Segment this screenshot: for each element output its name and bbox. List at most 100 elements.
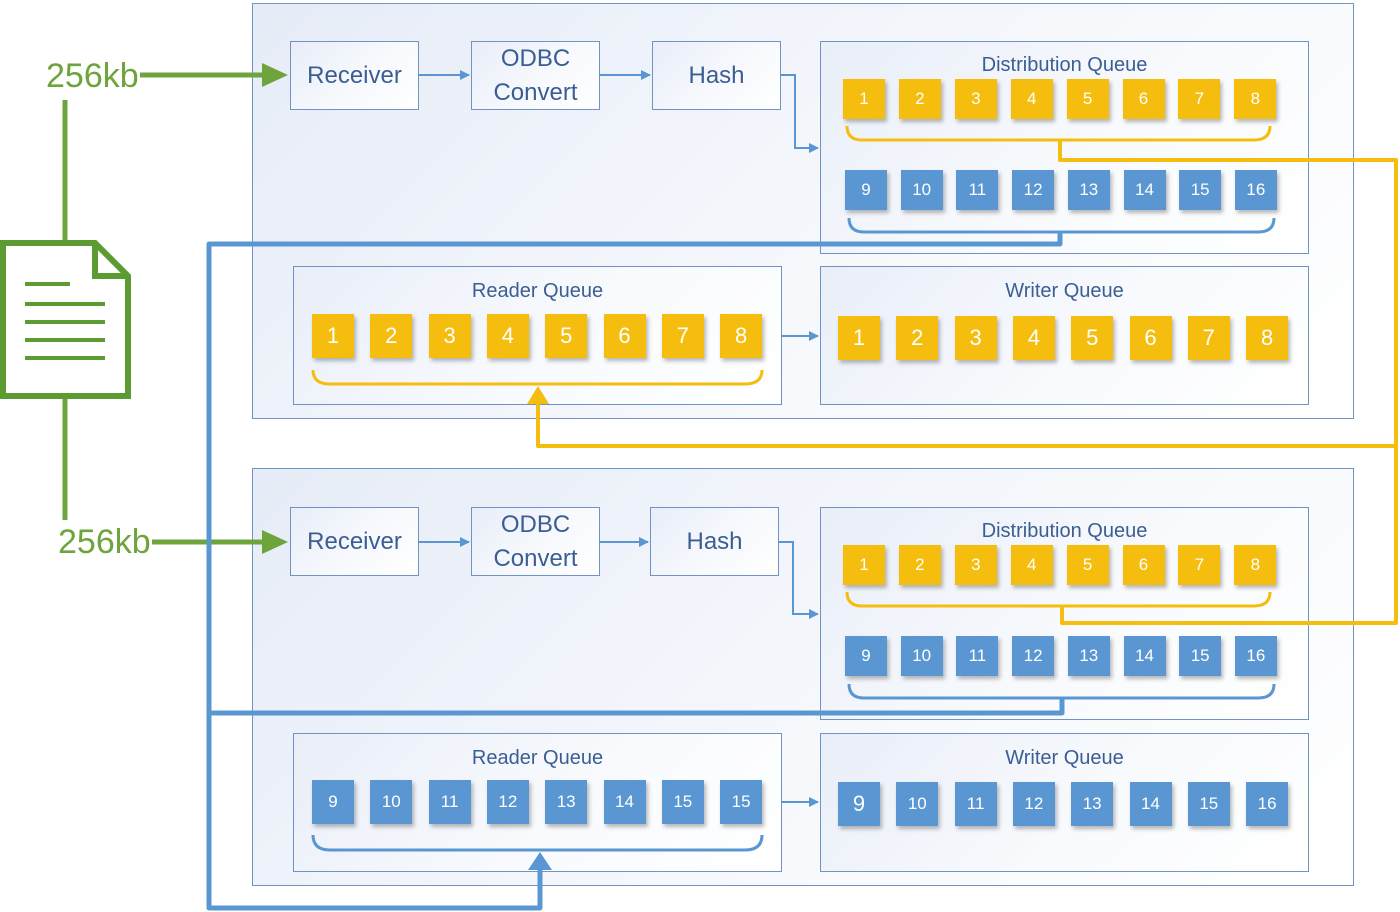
queue-cell: 12 bbox=[1012, 170, 1055, 210]
queue-cell: 7 bbox=[661, 314, 704, 358]
odbc-convert-node: ODBC Convert bbox=[471, 41, 600, 110]
queue-cell: 1 bbox=[843, 79, 885, 119]
odbc-convert-label-line1: ODBC bbox=[500, 44, 571, 72]
queue-cell: 3 bbox=[954, 79, 997, 119]
queue-cell: 8 bbox=[1246, 316, 1289, 360]
queue-cell: 4 bbox=[1012, 316, 1055, 360]
queue-cell: 3 bbox=[954, 545, 997, 585]
brace-yellow bbox=[311, 369, 764, 386]
queue-cell: 8 bbox=[720, 314, 763, 358]
queue-cell: 11 bbox=[428, 780, 471, 824]
queue-cell: 2 bbox=[898, 545, 941, 585]
queue-cell: 2 bbox=[898, 79, 941, 119]
queue-cell: 6 bbox=[1129, 316, 1172, 360]
brace-yellow bbox=[845, 591, 1272, 608]
queue-cell: 14 bbox=[1123, 636, 1166, 676]
queue-cell: 12 bbox=[1012, 782, 1055, 826]
queue-cell: 7 bbox=[1178, 545, 1221, 585]
flow-arrow bbox=[779, 541, 819, 619]
queue-cell: 3 bbox=[954, 316, 997, 360]
queue-cell: 6 bbox=[603, 314, 646, 358]
queue-cell: 14 bbox=[603, 780, 646, 824]
queue-cell: 13 bbox=[1067, 636, 1110, 676]
queue-cell: 10 bbox=[896, 782, 939, 826]
blue-route-connector bbox=[206, 232, 1063, 911]
hash-node: Hash bbox=[650, 507, 779, 576]
flow-arrow bbox=[781, 74, 819, 153]
size-label-top: 256kb bbox=[45, 56, 140, 96]
queue-cell: 9 bbox=[312, 780, 354, 824]
receiver-node: Receiver bbox=[290, 507, 419, 576]
queue-cell: 15 bbox=[661, 780, 704, 824]
distribution-queue-title: Distribution Queue bbox=[981, 54, 1148, 76]
queue-cell: 5 bbox=[545, 314, 588, 358]
queue-cell: 4 bbox=[1010, 545, 1053, 585]
input-arrow-top bbox=[140, 63, 288, 87]
brace-blue bbox=[847, 683, 1276, 700]
queue-cell: 1 bbox=[838, 316, 880, 360]
queue-cell: 9 bbox=[845, 636, 887, 676]
distribution-queue: Distribution Queue bbox=[820, 41, 1309, 254]
queue-cell: 5 bbox=[1066, 545, 1109, 585]
receiver-label: Receiver bbox=[307, 61, 402, 89]
input-arrow-bottom bbox=[150, 530, 288, 554]
queue-cell: 13 bbox=[1067, 170, 1110, 210]
queue-cell: 11 bbox=[956, 636, 999, 676]
hash-label: Hash bbox=[688, 61, 745, 89]
hash-label: Hash bbox=[686, 527, 743, 555]
queue-cell: 5 bbox=[1071, 316, 1114, 360]
queue-cell: 7 bbox=[1178, 79, 1221, 119]
queue-cell: 9 bbox=[838, 782, 880, 826]
reader-queue-title: Reader Queue bbox=[471, 747, 604, 769]
queue-cell: 13 bbox=[545, 780, 588, 824]
queue-cell: 5 bbox=[1066, 79, 1109, 119]
queue-cell: 4 bbox=[486, 314, 529, 358]
queue-cell: 4 bbox=[1010, 79, 1053, 119]
odbc-convert-node: ODBC Convert bbox=[471, 507, 600, 576]
distribution-queue-title: Distribution Queue bbox=[981, 520, 1148, 542]
writer-queue-title: Writer Queue bbox=[1005, 280, 1124, 302]
queue-cell: 6 bbox=[1122, 79, 1165, 119]
brace-blue bbox=[847, 217, 1276, 234]
blue-arrowhead bbox=[528, 852, 552, 870]
queue-cell: 16 bbox=[1246, 782, 1289, 826]
queue-cell: 3 bbox=[428, 314, 471, 358]
queue-cell: 7 bbox=[1187, 316, 1230, 360]
queue-cell: 10 bbox=[900, 636, 943, 676]
odbc-convert-label-line2: Convert bbox=[493, 544, 578, 572]
queue-cell: 13 bbox=[1071, 782, 1114, 826]
queue-cell: 1 bbox=[843, 545, 885, 585]
receiver-node: Receiver bbox=[290, 41, 419, 110]
receiver-label: Receiver bbox=[307, 527, 402, 555]
queue-cell: 8 bbox=[1234, 545, 1277, 585]
queue-cell: 15 bbox=[1179, 170, 1222, 210]
brace-yellow bbox=[845, 125, 1272, 142]
queue-cell: 15 bbox=[720, 780, 763, 824]
yellow-route-connector bbox=[536, 140, 1398, 448]
yellow-route-connector bbox=[1060, 446, 1398, 625]
odbc-convert-label-line2: Convert bbox=[493, 78, 578, 106]
queue-cell: 12 bbox=[1012, 636, 1055, 676]
reader-queue-title: Reader Queue bbox=[471, 280, 604, 302]
queue-cell: 14 bbox=[1129, 782, 1172, 826]
size-label-bottom: 256kb bbox=[57, 522, 152, 562]
distribution-queue: Distribution Queue bbox=[820, 507, 1309, 720]
queue-cell: 16 bbox=[1234, 636, 1277, 676]
queue-cell: 2 bbox=[370, 314, 413, 358]
queue-cell: 10 bbox=[370, 780, 413, 824]
brace-blue bbox=[311, 834, 764, 852]
queue-cell: 9 bbox=[845, 170, 887, 210]
writer-queue-title: Writer Queue bbox=[1005, 747, 1124, 769]
queue-cell: 10 bbox=[900, 170, 943, 210]
document-icon bbox=[0, 100, 131, 520]
queue-cell: 15 bbox=[1187, 782, 1230, 826]
queue-cell: 16 bbox=[1234, 170, 1277, 210]
queue-cell: 11 bbox=[956, 170, 999, 210]
queue-cell: 6 bbox=[1122, 545, 1165, 585]
hash-node: Hash bbox=[652, 41, 781, 110]
queue-cell: 12 bbox=[486, 780, 529, 824]
queue-cell: 8 bbox=[1234, 79, 1277, 119]
queue-cell: 1 bbox=[312, 314, 354, 358]
blue-route-connector bbox=[209, 698, 1065, 716]
